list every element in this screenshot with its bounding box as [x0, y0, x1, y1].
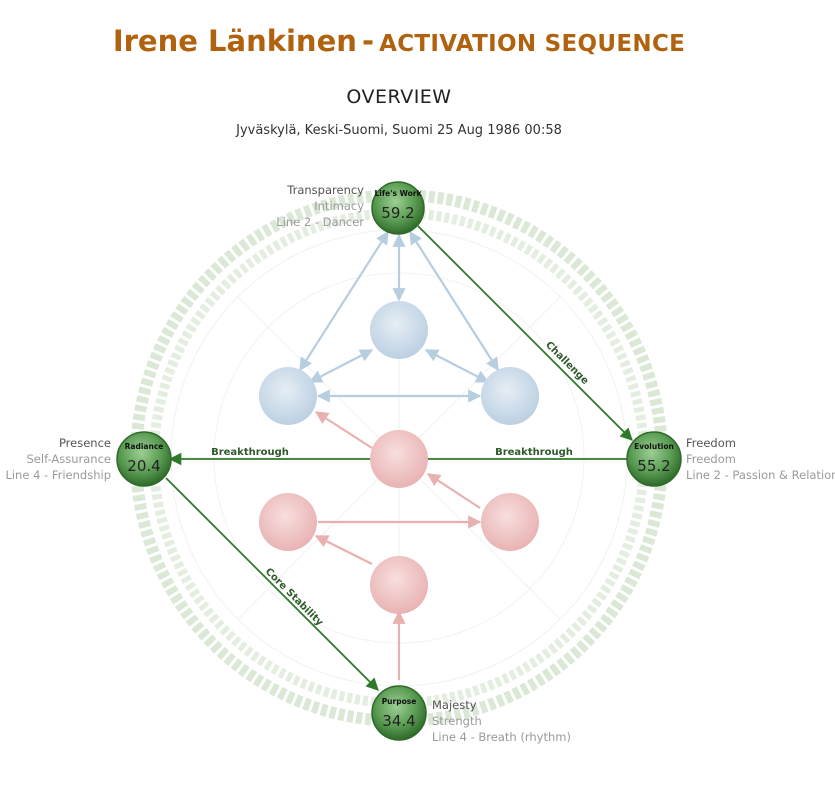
evolution-siddhi: Freedom: [686, 451, 835, 467]
lifes-work-value: 59.2: [381, 204, 414, 222]
lifes-work-title: Life's Work: [375, 189, 423, 198]
purpose-siddhi: Strength: [432, 713, 571, 729]
core-stability-label: Core Stability: [263, 566, 325, 628]
purpose-value: 34.4: [382, 712, 415, 730]
purpose-info: Majesty Strength Line 4 - Breath (rhythm…: [432, 697, 571, 745]
purpose-gift: Majesty: [432, 697, 571, 713]
evolution-info: Freedom Freedom Line 2 - Passion & Relat…: [686, 435, 835, 483]
center-red-sphere: [370, 430, 428, 488]
radiance-info: Presence Self-Assurance Line 4 - Friends…: [5, 435, 111, 483]
evolution-sphere[interactable]: Evolution 55.2: [627, 432, 681, 486]
radiance-siddhi: Self-Assurance: [5, 451, 111, 467]
lifes-work-sphere[interactable]: Life's Work 59.2: [372, 182, 424, 234]
lower-red-sphere: [370, 556, 428, 614]
radiance-sphere[interactable]: Radiance 20.4: [117, 432, 171, 486]
radiance-value: 20.4: [127, 457, 160, 475]
right-red-sphere: [481, 493, 539, 551]
right-blue-sphere: [481, 367, 539, 425]
purpose-title: Purpose: [382, 697, 417, 706]
radiance-gift: Presence: [5, 435, 111, 451]
lifes-work-siddhi: Intimacy: [276, 198, 364, 214]
evolution-title: Evolution: [634, 442, 674, 451]
lifes-work-gift: Transparency: [276, 182, 364, 198]
radiance-line: Line 4 - Friendship: [5, 467, 111, 483]
purpose-line: Line 4 - Breath (rhythm): [432, 729, 571, 745]
breakthrough-left-label: Breakthrough: [211, 447, 289, 458]
lifes-work-line: Line 2 - Dancer: [276, 214, 364, 230]
evolution-value: 55.2: [637, 457, 670, 475]
radiance-title: Radiance: [125, 442, 164, 451]
lifes-work-info: Transparency Intimacy Line 2 - Dancer: [276, 182, 364, 230]
left-red-sphere: [259, 493, 317, 551]
evolution-gift: Freedom: [686, 435, 835, 451]
pineal-sphere: [370, 301, 428, 359]
purpose-sphere[interactable]: Purpose 34.4: [372, 686, 426, 740]
left-blue-sphere: [259, 367, 317, 425]
evolution-line: Line 2 - Passion & Relations: [686, 467, 835, 483]
breakthrough-right-label: Breakthrough: [495, 447, 573, 458]
